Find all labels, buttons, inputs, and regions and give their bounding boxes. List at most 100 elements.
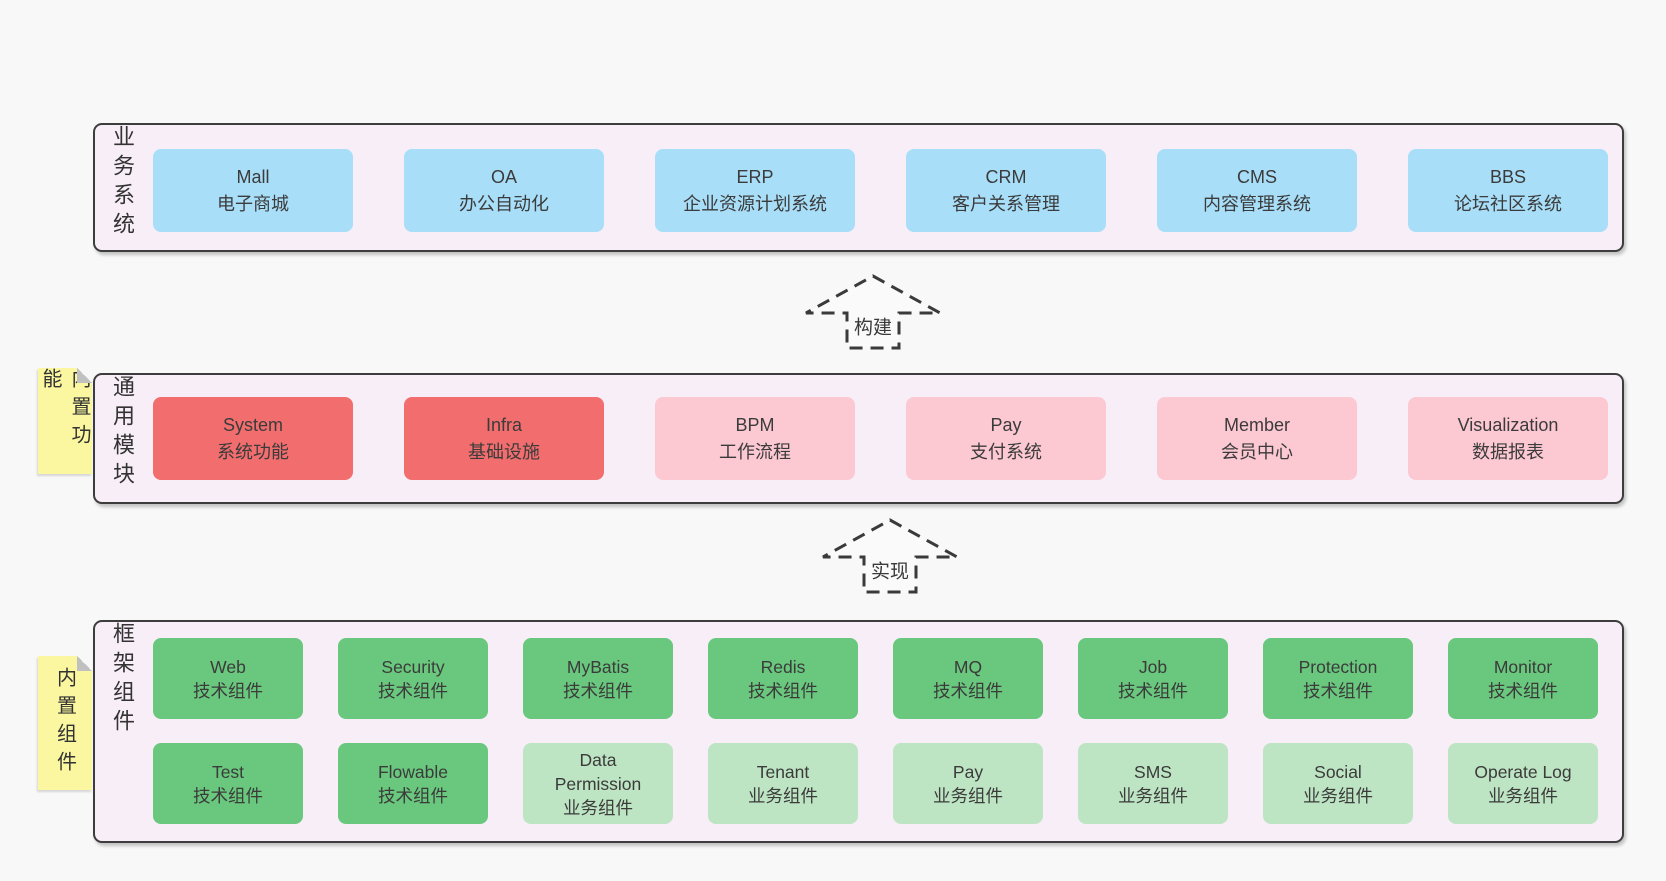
module-name: Mall: [236, 166, 270, 187]
module-description: 技术组件: [748, 680, 818, 701]
module-description: 业务组件: [748, 785, 818, 806]
module-description: 企业资源计划系统: [683, 193, 827, 214]
module-box-cms: CMS 内容管理系统: [1157, 149, 1357, 232]
folded-corner-icon: [77, 368, 92, 383]
module-name: Member: [1223, 414, 1290, 435]
module-box-protection: Protection 技术组件: [1263, 638, 1413, 719]
module-box-monitor: Monitor 技术组件: [1448, 638, 1598, 719]
business-systems-row: Mall 电子商城 OA 办公自动化 ERP 企业资源计划系统 CRM 客户关系管理 CMS 内容…: [153, 149, 1608, 232]
module-description: 基础设施: [468, 441, 540, 462]
module-name: Web: [210, 656, 246, 677]
module-box-job: Job 技术组件: [1078, 638, 1228, 719]
built-in-features-tag: 内置功能: [38, 368, 92, 474]
module-box-social: Social 业务组件: [1263, 743, 1413, 824]
module-description: 内容管理系统: [1203, 193, 1311, 214]
module-description: 支付系统: [970, 441, 1042, 462]
module-description: 工作流程: [719, 441, 791, 462]
module-box-tenant: Tenant 业务组件: [708, 743, 858, 824]
module-name: Infra: [485, 414, 523, 435]
module-description: 数据报表: [1472, 441, 1544, 462]
module-box-erp: ERP 企业资源计划系统: [655, 149, 855, 232]
section-common-modules: 通用模块 System 系统功能 Infra 基础设施 BPM 工作流程 Pay 支付系统 Me…: [93, 373, 1624, 504]
module-name: Visualization: [1457, 414, 1559, 435]
section-modules-label: 通用模块: [110, 375, 135, 491]
module-box-pay: Pay 业务组件: [893, 743, 1043, 824]
module-name: BBS: [1489, 166, 1527, 187]
module-name: SMS: [1134, 761, 1172, 782]
module-box-mq: MQ 技术组件: [893, 638, 1043, 719]
module-box-data-permission: Data Permission 业务组件: [523, 743, 673, 824]
module-name: System: [222, 414, 283, 435]
module-name: Monitor: [1493, 656, 1553, 677]
module-description: 技术组件: [1303, 680, 1373, 701]
common-modules-row: System 系统功能 Infra 基础设施 BPM 工作流程 Pay 支付系统 Member 会…: [153, 397, 1608, 480]
module-name: BPM: [735, 414, 775, 435]
module-description: 业务组件: [1303, 785, 1373, 806]
folded-corner-icon: [77, 656, 92, 671]
module-name: CRM: [985, 166, 1027, 187]
module-description: 业务组件: [563, 797, 633, 818]
module-description: 业务组件: [933, 785, 1003, 806]
module-name: Social: [1314, 761, 1362, 782]
module-box-redis: Redis 技术组件: [708, 638, 858, 719]
module-box-test: Test 技术组件: [153, 743, 303, 824]
module-description: 技术组件: [933, 680, 1003, 701]
module-name: Operate Log: [1474, 761, 1572, 782]
built-in-features-tag-label: 内置功能: [39, 368, 90, 452]
module-description: 技术组件: [1488, 680, 1558, 701]
built-in-components-tag: 内置组件: [38, 656, 92, 790]
module-box-bbs: BBS 论坛社区系统: [1408, 149, 1608, 232]
section-business-systems: 业务系统 Mall 电子商城 OA 办公自动化 ERP 企业资源计划系统 CRM 客户关系管理…: [93, 123, 1624, 252]
module-box-crm: CRM 客户关系管理: [906, 149, 1106, 232]
module-description: 业务组件: [1488, 785, 1558, 806]
module-name: Tenant: [756, 761, 810, 782]
module-description: 论坛社区系统: [1454, 193, 1562, 214]
implement-arrow-label: 实现: [867, 555, 913, 585]
module-name: Data Permission: [554, 749, 642, 794]
module-box-sms: SMS 业务组件: [1078, 743, 1228, 824]
module-description: 电子商城: [217, 193, 289, 214]
module-name: CMS: [1237, 166, 1277, 187]
built-in-components-tag-label: 内置组件: [53, 667, 76, 779]
module-box-visualization: Visualization 数据报表: [1408, 397, 1608, 480]
build-arrow-label: 构建: [850, 311, 896, 341]
module-description: 业务组件: [1118, 785, 1188, 806]
module-description: 技术组件: [378, 680, 448, 701]
module-description: 会员中心: [1221, 441, 1293, 462]
module-box-member: Member 会员中心: [1157, 397, 1357, 480]
module-name: Redis: [760, 656, 806, 677]
module-box-operate-log: Operate Log 业务组件: [1448, 743, 1598, 824]
module-description: 技术组件: [1118, 680, 1188, 701]
module-box-security: Security 技术组件: [338, 638, 488, 719]
module-name: OA: [490, 166, 517, 187]
module-box-bpm: BPM 工作流程: [655, 397, 855, 480]
module-name: Protection: [1298, 656, 1378, 677]
module-name: Test: [211, 761, 245, 782]
module-box-web: Web 技术组件: [153, 638, 303, 719]
section-business-label: 业务系统: [110, 125, 135, 241]
module-box-system: System 系统功能: [153, 397, 353, 480]
module-name: Pay: [952, 761, 984, 782]
section-components-label: 框架组件: [110, 622, 135, 738]
module-box-mall: Mall 电子商城: [153, 149, 353, 232]
module-description: 系统功能: [217, 441, 289, 462]
module-name: Pay: [990, 414, 1022, 435]
module-description: 技术组件: [193, 680, 263, 701]
module-description: 技术组件: [378, 785, 448, 806]
module-description: 技术组件: [193, 785, 263, 806]
module-name: MyBatis: [566, 656, 630, 677]
module-description: 办公自动化: [459, 193, 549, 214]
module-description: 客户关系管理: [952, 193, 1060, 214]
module-name: Security: [381, 656, 445, 677]
module-box-oa: OA 办公自动化: [404, 149, 604, 232]
module-name: MQ: [953, 656, 983, 677]
module-name: ERP: [736, 166, 774, 187]
module-name: Job: [1138, 656, 1168, 677]
module-box-infra: Infra 基础设施: [404, 397, 604, 480]
